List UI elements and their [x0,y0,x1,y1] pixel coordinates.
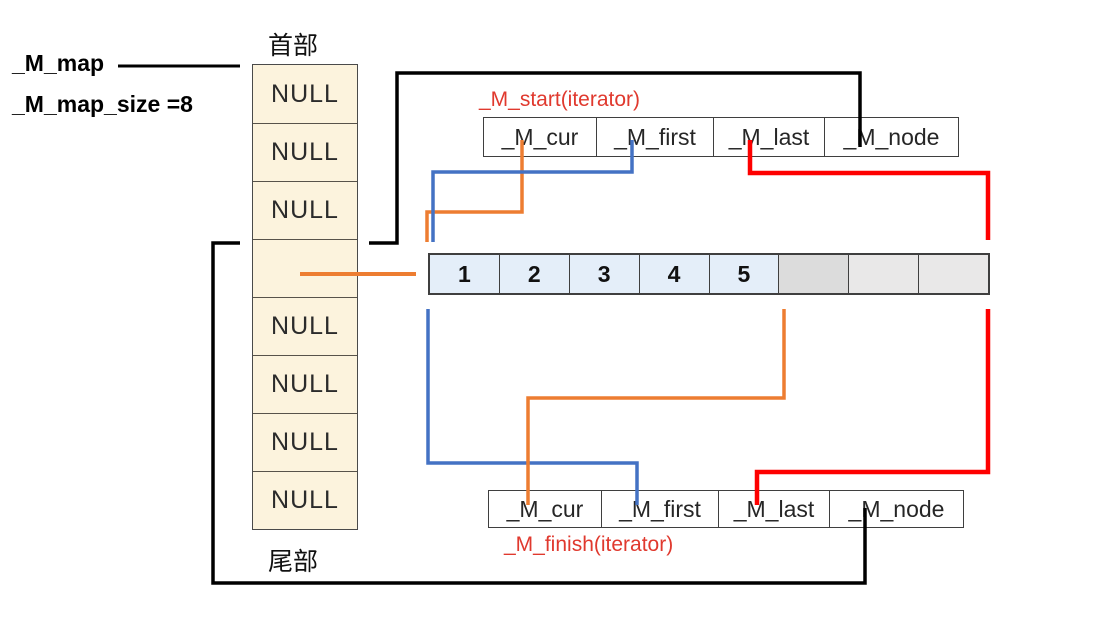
buffer-array: 1 2 3 4 5 [428,253,990,295]
finish-field-node: _M_node [829,491,963,527]
map-cell-7: NULL [253,471,357,529]
arrow-finish-last-to-buffer-end [754,309,991,505]
finish-field-last: _M_last [718,491,829,527]
map-size-label: _M_map_size =8 [12,91,193,117]
buffer-cell-4: 4 [638,255,709,293]
buffer-cell-7 [848,255,919,293]
map-pointer-label: _M_map [12,50,105,76]
map-cell-4: NULL [253,297,357,355]
map-cell-3 [253,239,357,297]
buffer-cell-8 [918,255,988,293]
buffer-cell-3: 3 [568,255,639,293]
start-field-node: _M_node [824,118,958,156]
map-cell-2: NULL [253,181,357,239]
start-iterator-table: _M_cur _M_first _M_last _M_node [483,117,959,157]
map-head-label: 首部 [267,32,318,60]
map-tail-label: 尾部 [267,548,318,576]
finish-field-first: _M_first [601,491,718,527]
start-field-first: _M_first [596,118,713,156]
finish-iterator-label: _M_finish(iterator) [504,533,674,556]
start-field-last: _M_last [713,118,824,156]
buffer-cell-5: 5 [708,255,779,293]
map-cell-1: NULL [253,123,357,181]
map-cell-6: NULL [253,413,357,471]
finish-iterator-table: _M_cur _M_first _M_last _M_node [488,490,964,528]
buffer-cell-1: 1 [430,255,499,293]
map-cell-5: NULL [253,355,357,413]
map-cell-0: NULL [253,65,357,123]
arrow-finish-cur-to-buffer-pos6 [526,309,786,505]
finish-field-cur: _M_cur [506,495,584,522]
map-array: NULL NULL NULL NULL NULL NULL NULL [252,64,358,530]
start-iterator-label: _M_start(iterator) [479,88,641,111]
start-field-cur: _M_cur [501,123,579,150]
arrow-finish-first-to-buffer-begin [426,309,639,505]
buffer-cell-2: 2 [498,255,569,293]
buffer-cell-6 [778,255,849,293]
